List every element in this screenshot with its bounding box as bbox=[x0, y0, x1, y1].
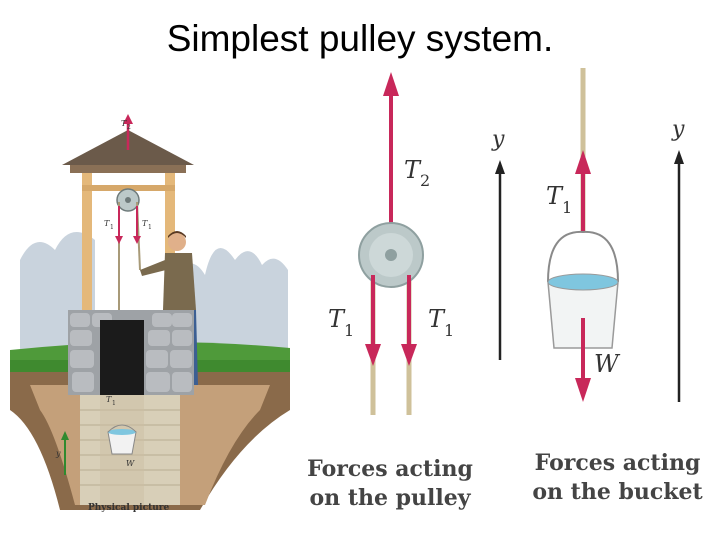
bucket-caption-line2: on the bucket bbox=[532, 479, 703, 505]
well-opening bbox=[100, 320, 144, 400]
pulley-caption-line2: on the pulley bbox=[309, 485, 471, 511]
physical-label-y: y bbox=[55, 449, 61, 458]
brick-shaft bbox=[80, 395, 180, 505]
bucket-label-t1-sub: 1 bbox=[562, 198, 572, 217]
physical-label-t2: T bbox=[121, 119, 127, 128]
physical-picture-caption: Physical picture bbox=[88, 503, 170, 513]
physical-label-t1-bucket-sub: 1 bbox=[112, 400, 116, 407]
physical-label-t2-sub: 2 bbox=[127, 124, 131, 131]
page-title: Simplest pulley system. bbox=[166, 18, 554, 59]
pulley-caption-line1: Forces acting bbox=[307, 456, 473, 482]
pulley-label-t1-left: T bbox=[328, 305, 346, 333]
well-post-left bbox=[82, 173, 92, 323]
physical-label-t1-left-sub: 1 bbox=[110, 224, 114, 231]
pulley-label-t2-sub: 2 bbox=[420, 171, 430, 190]
bucket-free-body-diagram: T 1 W y bbox=[546, 68, 685, 402]
pulley-label-t1-right-sub: 1 bbox=[444, 321, 454, 340]
physical-label-w: W bbox=[126, 459, 135, 468]
small-bucket bbox=[107, 431, 137, 455]
physical-picture: T 2 T 1 T 1 T 1 W y Physical picture bbox=[10, 114, 290, 513]
stone-wall bbox=[68, 310, 194, 400]
pulley-label-y: y bbox=[491, 127, 505, 152]
physical-label-t1-right: T bbox=[142, 219, 148, 228]
physical-label-t1-left: T bbox=[104, 219, 110, 228]
bucket-label-t1: T bbox=[546, 182, 564, 210]
pulley-label-t1-left-sub: 1 bbox=[344, 321, 354, 340]
pulley-free-body-diagram: T 2 T 1 T 1 y bbox=[328, 72, 505, 415]
physical-label-t1-right-sub: 1 bbox=[148, 224, 152, 231]
bucket-handle bbox=[547, 230, 619, 283]
physical-label-t1-bucket: T bbox=[106, 395, 112, 404]
background-trees bbox=[175, 248, 288, 355]
bucket-water bbox=[547, 273, 619, 291]
bucket-label-w: W bbox=[594, 350, 621, 378]
pulley-label-t1-right: T bbox=[428, 305, 446, 333]
pulley-label-t2: T bbox=[404, 156, 422, 184]
well-post-right bbox=[165, 173, 175, 323]
bucket-caption: Forces acting on the bucket bbox=[520, 449, 715, 507]
bucket-caption-line1: Forces acting bbox=[534, 450, 701, 476]
pulley-caption: Forces acting on the pulley bbox=[300, 455, 480, 513]
bucket-label-y: y bbox=[671, 117, 685, 142]
